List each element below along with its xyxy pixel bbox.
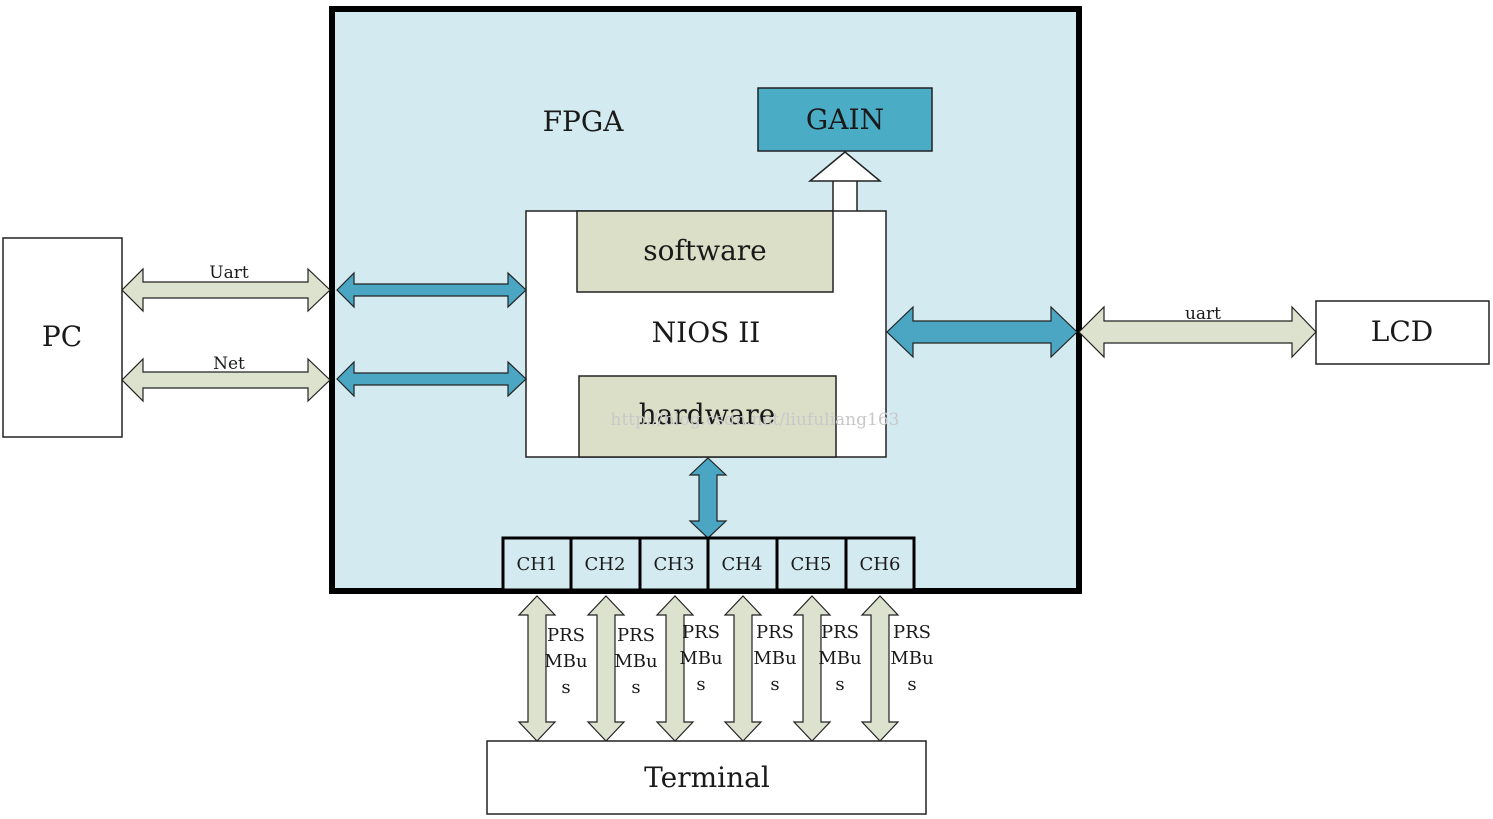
- uart-link-label: Uart: [209, 263, 249, 283]
- channel-label: CH2: [585, 554, 626, 575]
- bus-label-line: PRS: [893, 622, 931, 643]
- bus-label-line: MBu: [614, 651, 657, 672]
- bus-label-line: PRS: [547, 625, 585, 646]
- bus-label-line: PRS: [756, 622, 794, 643]
- pc-block: [2, 237, 123, 438]
- hardware-block: [578, 375, 837, 458]
- lcd-internal-arrow: [886, 305, 1078, 359]
- software-block: [576, 210, 834, 293]
- bus-label-line: MBu: [818, 648, 861, 669]
- gain-label: GAIN: [806, 103, 884, 136]
- lcd-block: [1315, 300, 1490, 365]
- bus-label-ch2: PRS MBu s: [614, 625, 657, 698]
- channel-cell: [775, 536, 848, 592]
- software-label: software: [643, 234, 766, 267]
- channel-cell: [844, 536, 916, 592]
- channel-cell: [706, 536, 779, 592]
- bus-label-line: PRS: [617, 625, 655, 646]
- bus-label-line: MBu: [890, 648, 933, 669]
- pc-label: PC: [42, 320, 82, 353]
- bus-label-line: s: [770, 674, 779, 695]
- bus-label-line: PRS: [821, 622, 859, 643]
- bus-label-line: MBu: [679, 648, 722, 669]
- channel-cell: [569, 536, 642, 592]
- lcd-label: LCD: [1371, 315, 1433, 348]
- net-link-arrow: [121, 357, 331, 403]
- bus-label-ch4: PRS MBu s: [753, 622, 796, 695]
- bus-label-line: s: [835, 674, 844, 695]
- watermark: http://blog.csdn.net/liufuliang163: [611, 410, 900, 430]
- bus-label-line: s: [631, 677, 640, 698]
- uart-internal-arrow: [336, 271, 527, 309]
- channel-label: CH5: [791, 554, 832, 575]
- bus-label-line: s: [907, 674, 916, 695]
- terminal-label: Terminal: [644, 761, 770, 794]
- gain-block: [757, 87, 933, 152]
- channel-label: CH4: [722, 554, 763, 575]
- channel-label: CH6: [860, 554, 901, 575]
- net-internal-arrow: [336, 360, 527, 398]
- bus-label-ch3: PRS MBu s: [679, 622, 722, 695]
- lcd-link-arrow: [1078, 305, 1317, 359]
- channel-label: CH1: [517, 554, 558, 575]
- bus-label-ch1: PRS MBu s: [544, 625, 587, 698]
- bus-label-line: s: [696, 674, 705, 695]
- terminal-block: [486, 740, 927, 815]
- channel-label: CH3: [654, 554, 695, 575]
- net-link-label: Net: [213, 354, 245, 374]
- bus-label-line: MBu: [753, 648, 796, 669]
- uart-link-arrow: [121, 267, 331, 313]
- lcd-link-label: uart: [1185, 304, 1221, 324]
- bus-label-line: s: [561, 677, 570, 698]
- nios-label: NIOS II: [652, 316, 761, 349]
- gain-up-arrow: [807, 151, 883, 213]
- bus-label-ch6: PRS MBu s: [890, 622, 933, 695]
- hardware-label: hardware: [639, 398, 776, 431]
- channel-row: CH1 CH2 CH3 CH4 CH5 CH6: [501, 536, 916, 592]
- bus-label-line: PRS: [682, 622, 720, 643]
- fpga-label: FPGA: [543, 105, 625, 138]
- bus-label-ch5: PRS MBu s: [818, 622, 861, 695]
- bus-label-line: MBu: [544, 651, 587, 672]
